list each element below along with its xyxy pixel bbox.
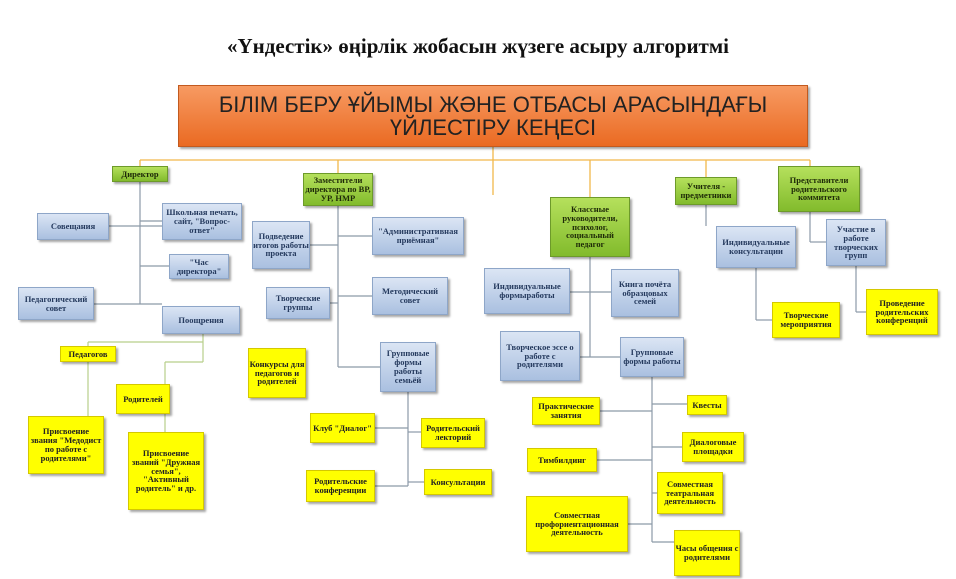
subject-teachers-node: Учителя - предметники: [675, 177, 737, 205]
creative-essay-node: Творческое эссе о работе с родителями: [500, 331, 580, 381]
quests-node: Квесты: [687, 395, 727, 415]
creative-events-node: Творческие мероприятия: [772, 302, 840, 338]
dialog-platforms-node: Диалоговые площадки: [682, 432, 744, 462]
honor-book-node: Книга почёта образцовых семей: [611, 269, 679, 317]
conferences-node: Проведение родительских конференций: [866, 289, 938, 335]
teambuilding-node: Тимбилдинг: [527, 448, 597, 472]
theatre-node: Совместная театральная деятельность: [657, 472, 723, 514]
director-hour-node: "Час директора": [169, 254, 229, 279]
teachers-node: Педагогов: [60, 346, 116, 362]
deputies-node: Заместители директора по ВР, УР, НМР: [303, 173, 373, 206]
parent-award-node: Присвоение званий "Дружная семья", "Акти…: [128, 432, 204, 510]
cls-group-forms-node: Групповые формы работы: [620, 337, 684, 377]
dep-group-forms-node: Групповые формы работы семьёй: [380, 342, 436, 392]
creative-groups-node: Творческие группы: [266, 287, 330, 319]
consultations-node: Консультации: [424, 469, 492, 495]
admin-reception-node: "Административная приёмная": [372, 217, 464, 255]
ped-council-node: Педагогический совет: [18, 287, 94, 320]
individual-consult-node: Индивидуальные консультации: [716, 226, 796, 268]
participation-node: Участие в работе творческих групп: [826, 219, 886, 266]
parents-node: Родителей: [116, 384, 170, 414]
method-council-node: Методический совет: [372, 277, 448, 315]
career-node: Совместная профориентационная деятельнос…: [526, 496, 628, 552]
contests-node: Конкурсы для педагогов и родителей: [248, 348, 306, 398]
diagram-title: «Үндестік» өңірлік жобасын жүзеге асыру …: [226, 34, 729, 58]
parent-committee-node: Представители родительского коммитета: [778, 166, 860, 212]
school-press-node: Школьная печать, сайт, "Вопрос-ответ": [162, 203, 242, 240]
meetings-node: Совещания: [37, 213, 109, 240]
practical-node: Практические занятия: [532, 397, 600, 425]
individual-forms-node: Индивидуальные формыработы: [484, 268, 570, 314]
incentives-node: Поощрения: [162, 306, 240, 334]
club-dialog-node: Клуб "Диалог": [310, 413, 375, 443]
talk-hours-node: Часы общения с родителями: [674, 530, 740, 576]
coordination-council-box: БІЛІМ БЕРУ ҰЙЫМЫ ЖӘНЕ ОТБАСЫ АРАСЫНДАҒЫ …: [178, 85, 808, 147]
teacher-award-node: Присвоение звания "Медодист по работе с …: [28, 416, 104, 474]
class-teachers-node: Классные руководители, психолог, социаль…: [550, 197, 630, 257]
director-node: Директор: [112, 166, 168, 182]
parent-conf-node: Родительские конференции: [306, 470, 375, 502]
results-node: Подведение итогов работы проекта: [252, 221, 310, 269]
parent-lecture-node: Родительский лекторий: [421, 418, 485, 448]
